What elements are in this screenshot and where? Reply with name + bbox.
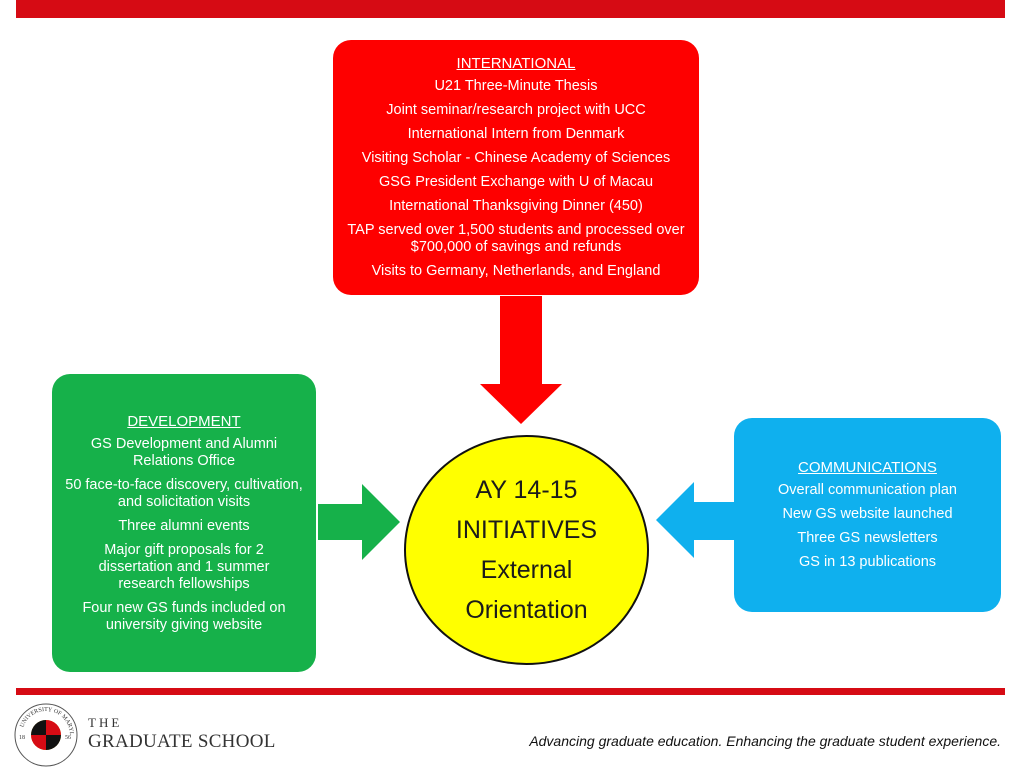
communications-box: COMMUNICATIONS Overall communication pla… [734,418,1001,612]
development-item: Three alumni events [118,517,250,534]
international-item: GSG President Exchange with U of Macau [378,174,654,190]
development-item: GS Development and Alumni Relations Offi… [90,435,278,469]
international-box: INTERNATIONAL U21 Three-Minute Thesis Jo… [333,40,699,295]
development-item: 50 face-to-face discovery, cultivation, … [65,476,303,510]
international-item: International Thanksgiving Dinner (450) [389,198,643,214]
development-item: Four new GS funds included on university… [82,599,286,633]
circle-line: INITIATIVES [455,516,598,544]
arrow-down-icon [480,296,562,424]
circle-line: Orientation [465,596,588,624]
brand-the: THE [88,715,123,730]
communications-item: GS in 13 publications [798,554,937,570]
university-seal-logo: UNIVERSITY OF MARYLAND 18 56 [14,703,78,767]
international-item: International Intern from Denmark [407,126,625,142]
international-item: TAP served over 1,500 students and proce… [347,222,685,255]
development-title: DEVELOPMENT [127,412,241,430]
international-item: Visits to Germany, Netherlands, and Engl… [371,263,661,279]
top-accent-bar [16,0,1005,18]
brand-name: GRADUATE SCHOOL [88,731,276,752]
arrow-right-icon [318,484,400,560]
initiatives-circle: AY 14-15 INITIATIVES External Orientatio… [404,435,649,665]
communications-item: Three GS newsletters [797,530,938,546]
footer-tagline: Advancing graduate education. Enhancing … [529,733,1001,749]
communications-title: COMMUNICATIONS [798,459,937,476]
arrow-left-icon [656,482,734,558]
svg-text:18: 18 [19,735,25,741]
development-box: DEVELOPMENT GS Development and Alumni Re… [52,374,316,672]
svg-text:56: 56 [65,735,71,741]
circle-line: AY 14-15 [475,476,578,504]
international-item: Joint seminar/research project with UCC [386,102,646,118]
development-item: Major gift proposals for 2 dissertation … [98,541,270,592]
circle-line: External [480,556,573,584]
international-item: U21 Three-Minute Thesis [434,78,598,94]
international-title: INTERNATIONAL [456,55,576,72]
communications-item: Overall communication plan [778,482,957,498]
communications-item: New GS website launched [782,506,953,522]
international-item: Visiting Scholar - Chinese Academy of Sc… [361,150,671,166]
footer-rule [16,688,1005,695]
